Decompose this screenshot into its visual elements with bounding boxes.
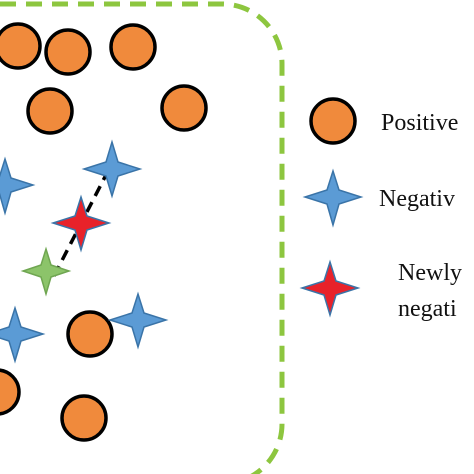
newly-legend-label-line1: Newly: [398, 260, 462, 286]
negative-sample: [0, 305, 46, 364]
positive-legend-icon: [309, 97, 357, 145]
positive-sample: [0, 22, 42, 70]
synthetic-sample: [50, 194, 112, 253]
positive-sample: [0, 368, 21, 416]
positive-samples: [0, 22, 208, 442]
seed-sample: [20, 246, 72, 297]
positive-sample: [109, 23, 157, 71]
region-boundary: [0, 1, 285, 474]
newly-legend-label-line2: negati: [398, 296, 457, 322]
synthetic-legend-icon: [299, 259, 361, 318]
positive-sample: [60, 394, 108, 442]
negative-sample: [107, 291, 169, 350]
positive-sample: [44, 28, 92, 76]
negative-sample: [81, 139, 143, 199]
positive-sample: [26, 87, 74, 135]
positive-sample: [66, 310, 114, 358]
negative-sample: [0, 156, 36, 216]
negative-legend-label: Negativ: [379, 186, 455, 212]
negative-legend-icon: [302, 168, 364, 228]
negative-samples: [0, 139, 169, 364]
legend: Positive Negativ Newly negati: [299, 97, 462, 322]
positive-sample: [160, 84, 208, 132]
positive-legend-label: Positive: [381, 110, 458, 136]
